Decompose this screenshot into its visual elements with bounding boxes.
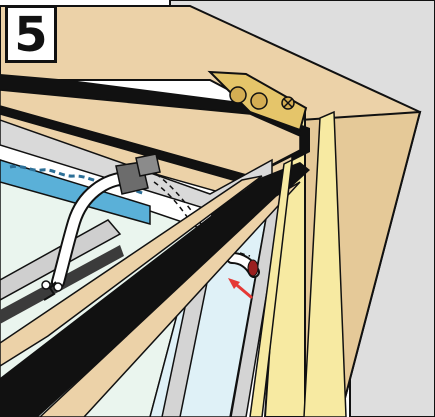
step-number: 5 [14, 11, 47, 59]
step-badge: 5 [5, 5, 57, 63]
frame-hole [248, 260, 258, 276]
hinge-screw-2 [251, 93, 267, 109]
hinge-screw-1 [230, 87, 246, 103]
cable-connector-cap [136, 154, 160, 176]
cable-tip-2 [54, 283, 62, 291]
cable-tip-1 [42, 281, 50, 289]
